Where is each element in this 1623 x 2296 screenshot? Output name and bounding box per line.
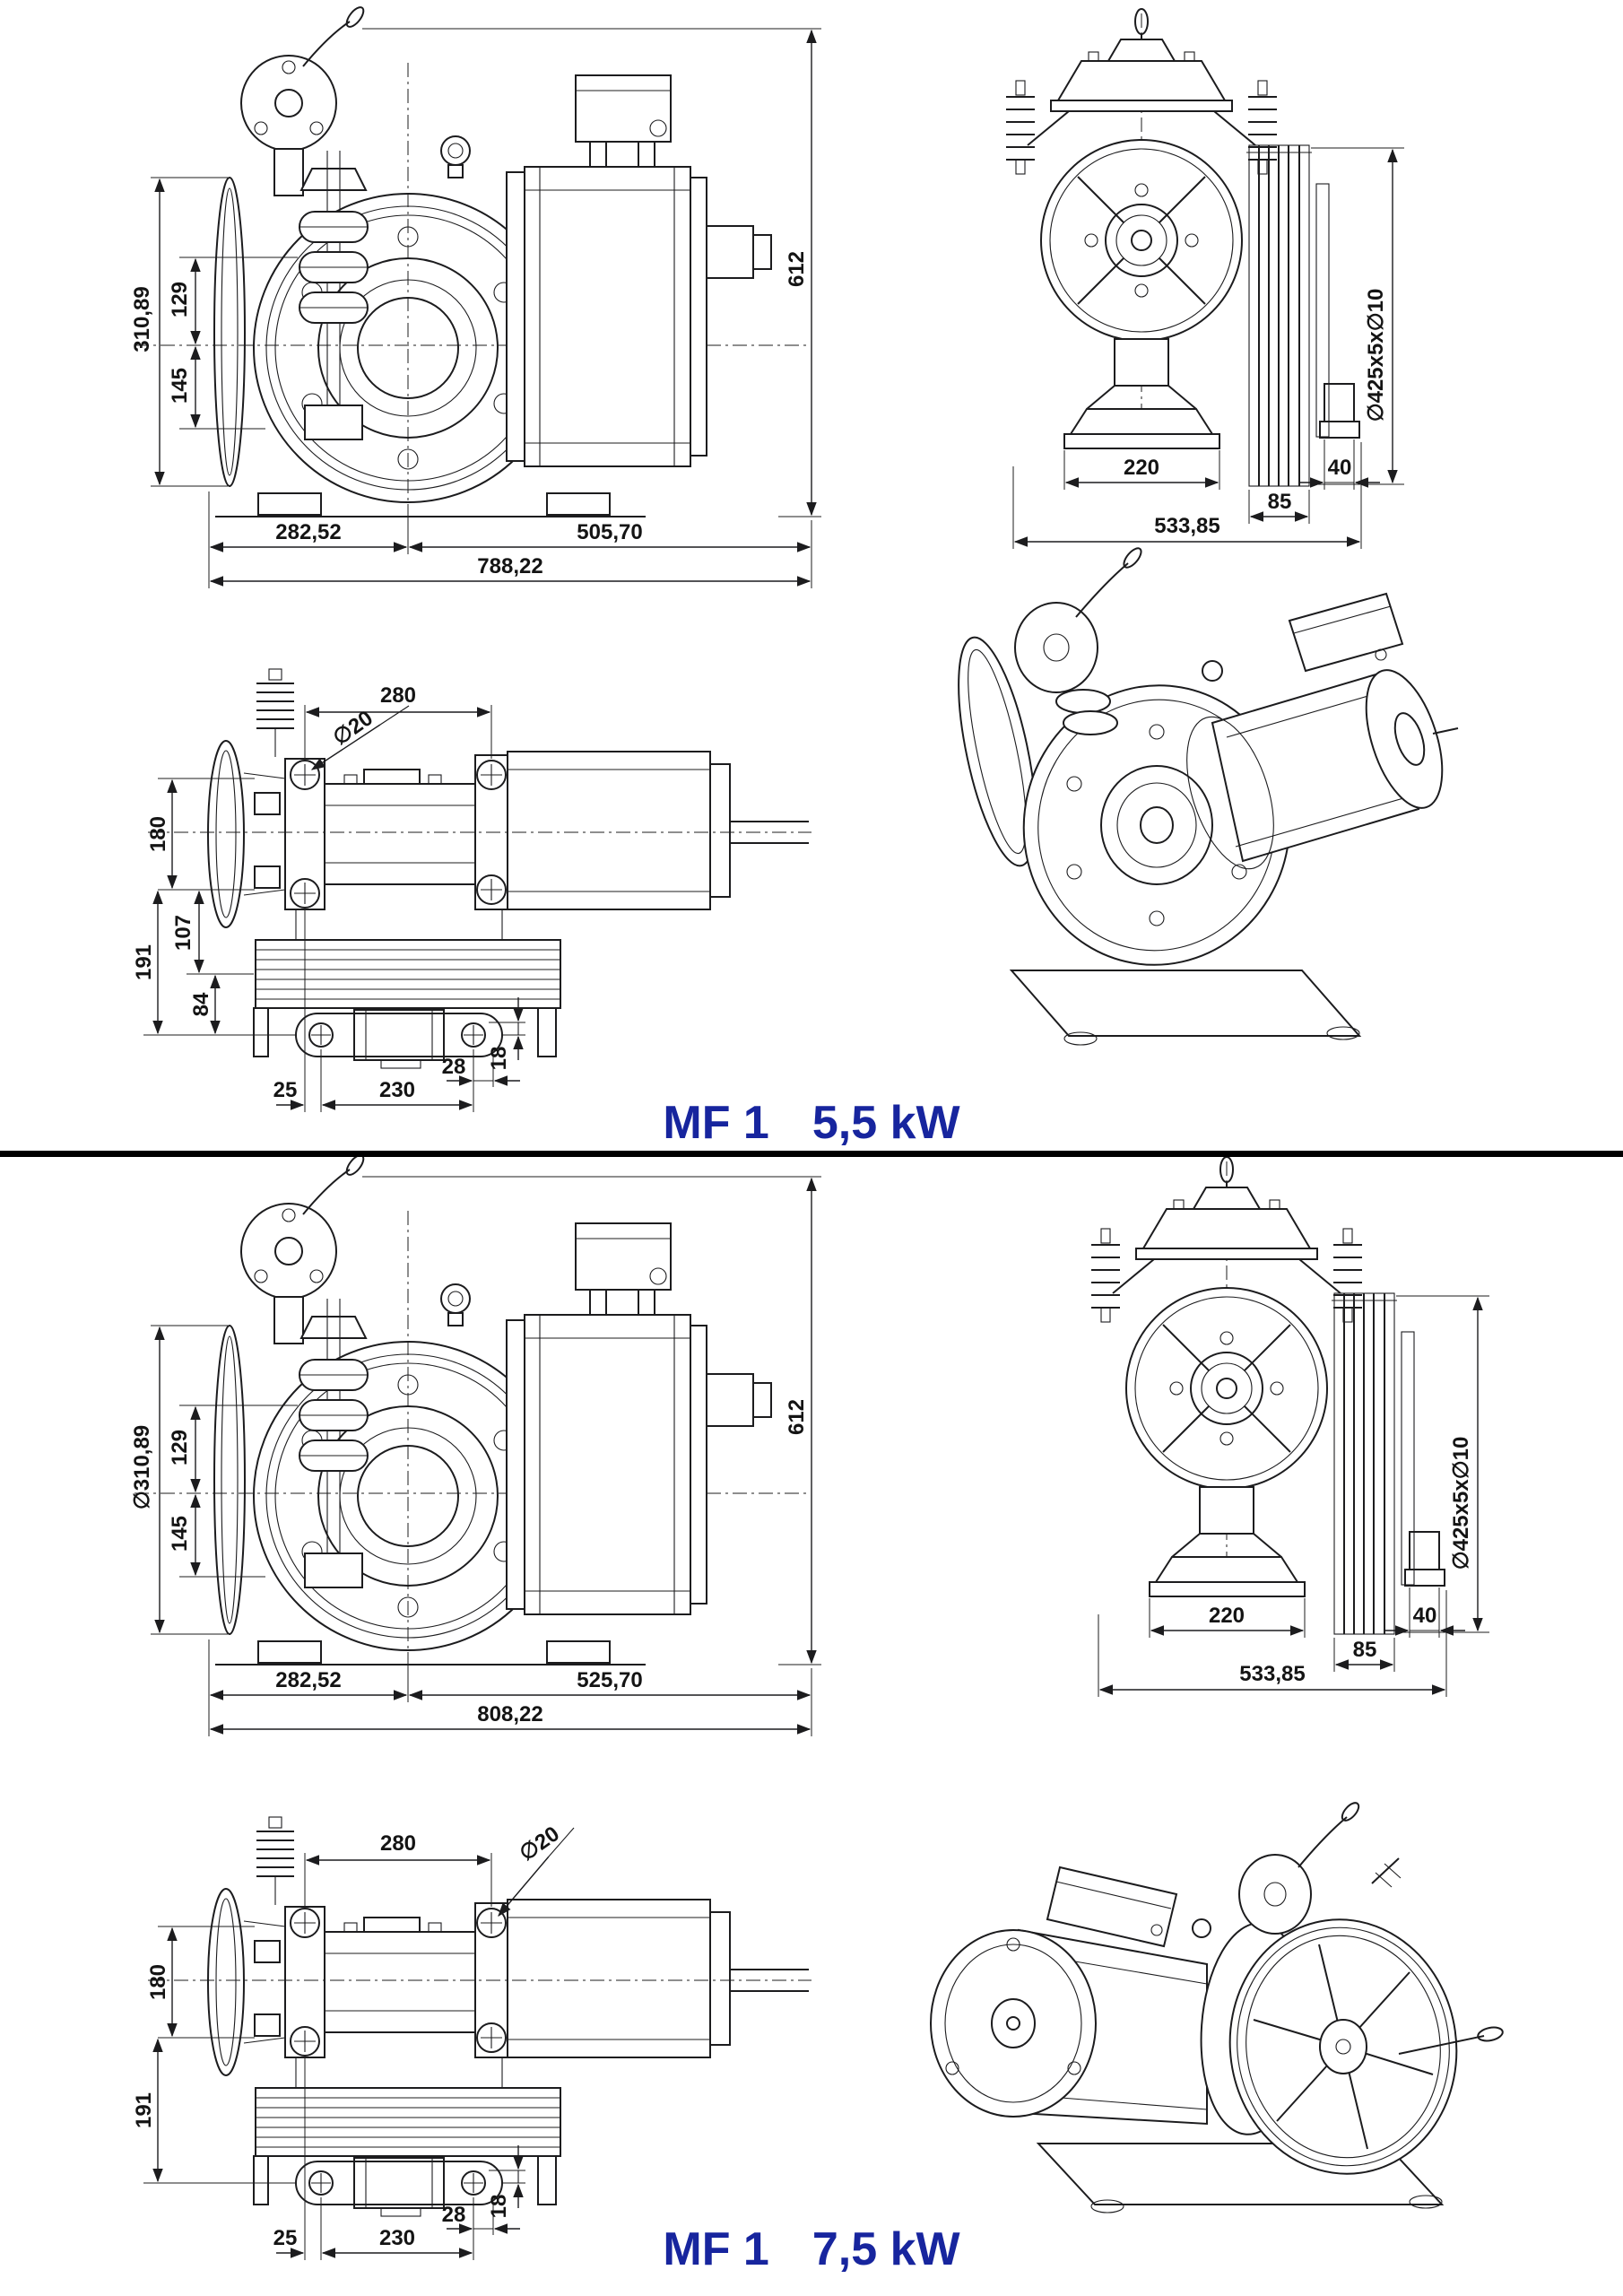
dim-slot-height: 18 (487, 2195, 511, 2219)
dim-bracket-width: 40 (1413, 1604, 1437, 1628)
dim-base-offset: 145 (168, 1516, 192, 1552)
isometric-view (930, 1802, 1504, 2213)
isometric-view (958, 547, 1459, 1046)
dim-total-length: 788,22 (477, 554, 542, 578)
dim-center-to-left: 282,52 (275, 1668, 341, 1692)
dim-sheave-offset: 107 (171, 915, 195, 951)
dim-height: 612 (785, 251, 809, 287)
dim-base-width: 220 (1124, 456, 1159, 480)
top-view (143, 669, 812, 1112)
side-view (135, 1152, 821, 1736)
dim-sheave-spec: ∅425x5x∅10 (1449, 1437, 1473, 1570)
dim-brake-width: 180 (146, 816, 170, 852)
dim-base-width: 220 (1209, 1604, 1245, 1628)
dim-pulley-width: 85 (1353, 1638, 1377, 1662)
panel-mf1-75kw: ∅310,89 129 145 612 282,52 525,70 808,22… (130, 1152, 1504, 2260)
dim-slot-offset: 84 (189, 992, 213, 1016)
dim-pulley-width: 85 (1268, 490, 1292, 514)
panel-divider (0, 1151, 1623, 1157)
dim-edge-to-slot: 25 (273, 2226, 298, 2250)
power-label: 5,5 kW (812, 1097, 960, 1149)
dim-total-width: 533,85 (1154, 514, 1219, 538)
power-label: 7,5 kW (812, 2223, 960, 2275)
dim-center-to-right: 525,70 (577, 1668, 642, 1692)
side-view (135, 4, 821, 588)
top-view-extra-dims (187, 706, 409, 1033)
dim-base-offset: 145 (168, 368, 192, 404)
dim-total-length: 808,22 (477, 1702, 542, 1726)
dim-slot-inset: 28 (442, 1055, 466, 1079)
dim-slot-spacing: 230 (379, 2226, 415, 2250)
top-view (143, 1817, 812, 2260)
dim-hole-diameter: ∅20 (515, 1822, 563, 1866)
model-label: MF 1 (663, 2223, 769, 2275)
dim-bracket-offset: 191 (132, 944, 156, 980)
dim-slot-inset: 28 (442, 2203, 466, 2227)
dim-slot-spacing: 230 (379, 1078, 415, 1102)
caption-mf1-55kw: MF 1 5,5 kW (0, 1096, 1623, 1150)
dim-total-width: 533,85 (1239, 1662, 1305, 1686)
dim-edge-to-slot: 25 (273, 1078, 298, 1102)
dim-pulley-offset: 129 (168, 1430, 192, 1465)
dim-bracket-offset: 191 (132, 2092, 156, 2128)
dim-height: 612 (785, 1399, 809, 1435)
dim-bracket-width: 40 (1328, 456, 1352, 480)
dim-slot-height: 18 (487, 1047, 511, 1071)
dim-flywheel-diameter: 310,89 (130, 286, 154, 352)
dim-brake-width: 180 (146, 1964, 170, 2000)
panel-mf1-55kw: 310,89 129 145 612 282,52 505,70 788,22 … (130, 4, 1459, 1112)
caption-mf1-75kw: MF 1 7,5 kW (0, 2222, 1623, 2276)
dim-motor-width: 280 (380, 683, 416, 708)
dim-center-to-right: 505,70 (577, 520, 642, 544)
model-label: MF 1 (663, 1097, 769, 1149)
dim-sheave-spec: ∅425x5x∅10 (1364, 289, 1388, 422)
dim-flywheel-diameter: ∅310,89 (130, 1425, 154, 1509)
dim-motor-width: 280 (380, 1831, 416, 1856)
dim-pulley-offset: 129 (168, 282, 192, 317)
dim-center-to-left: 282,52 (275, 520, 341, 544)
